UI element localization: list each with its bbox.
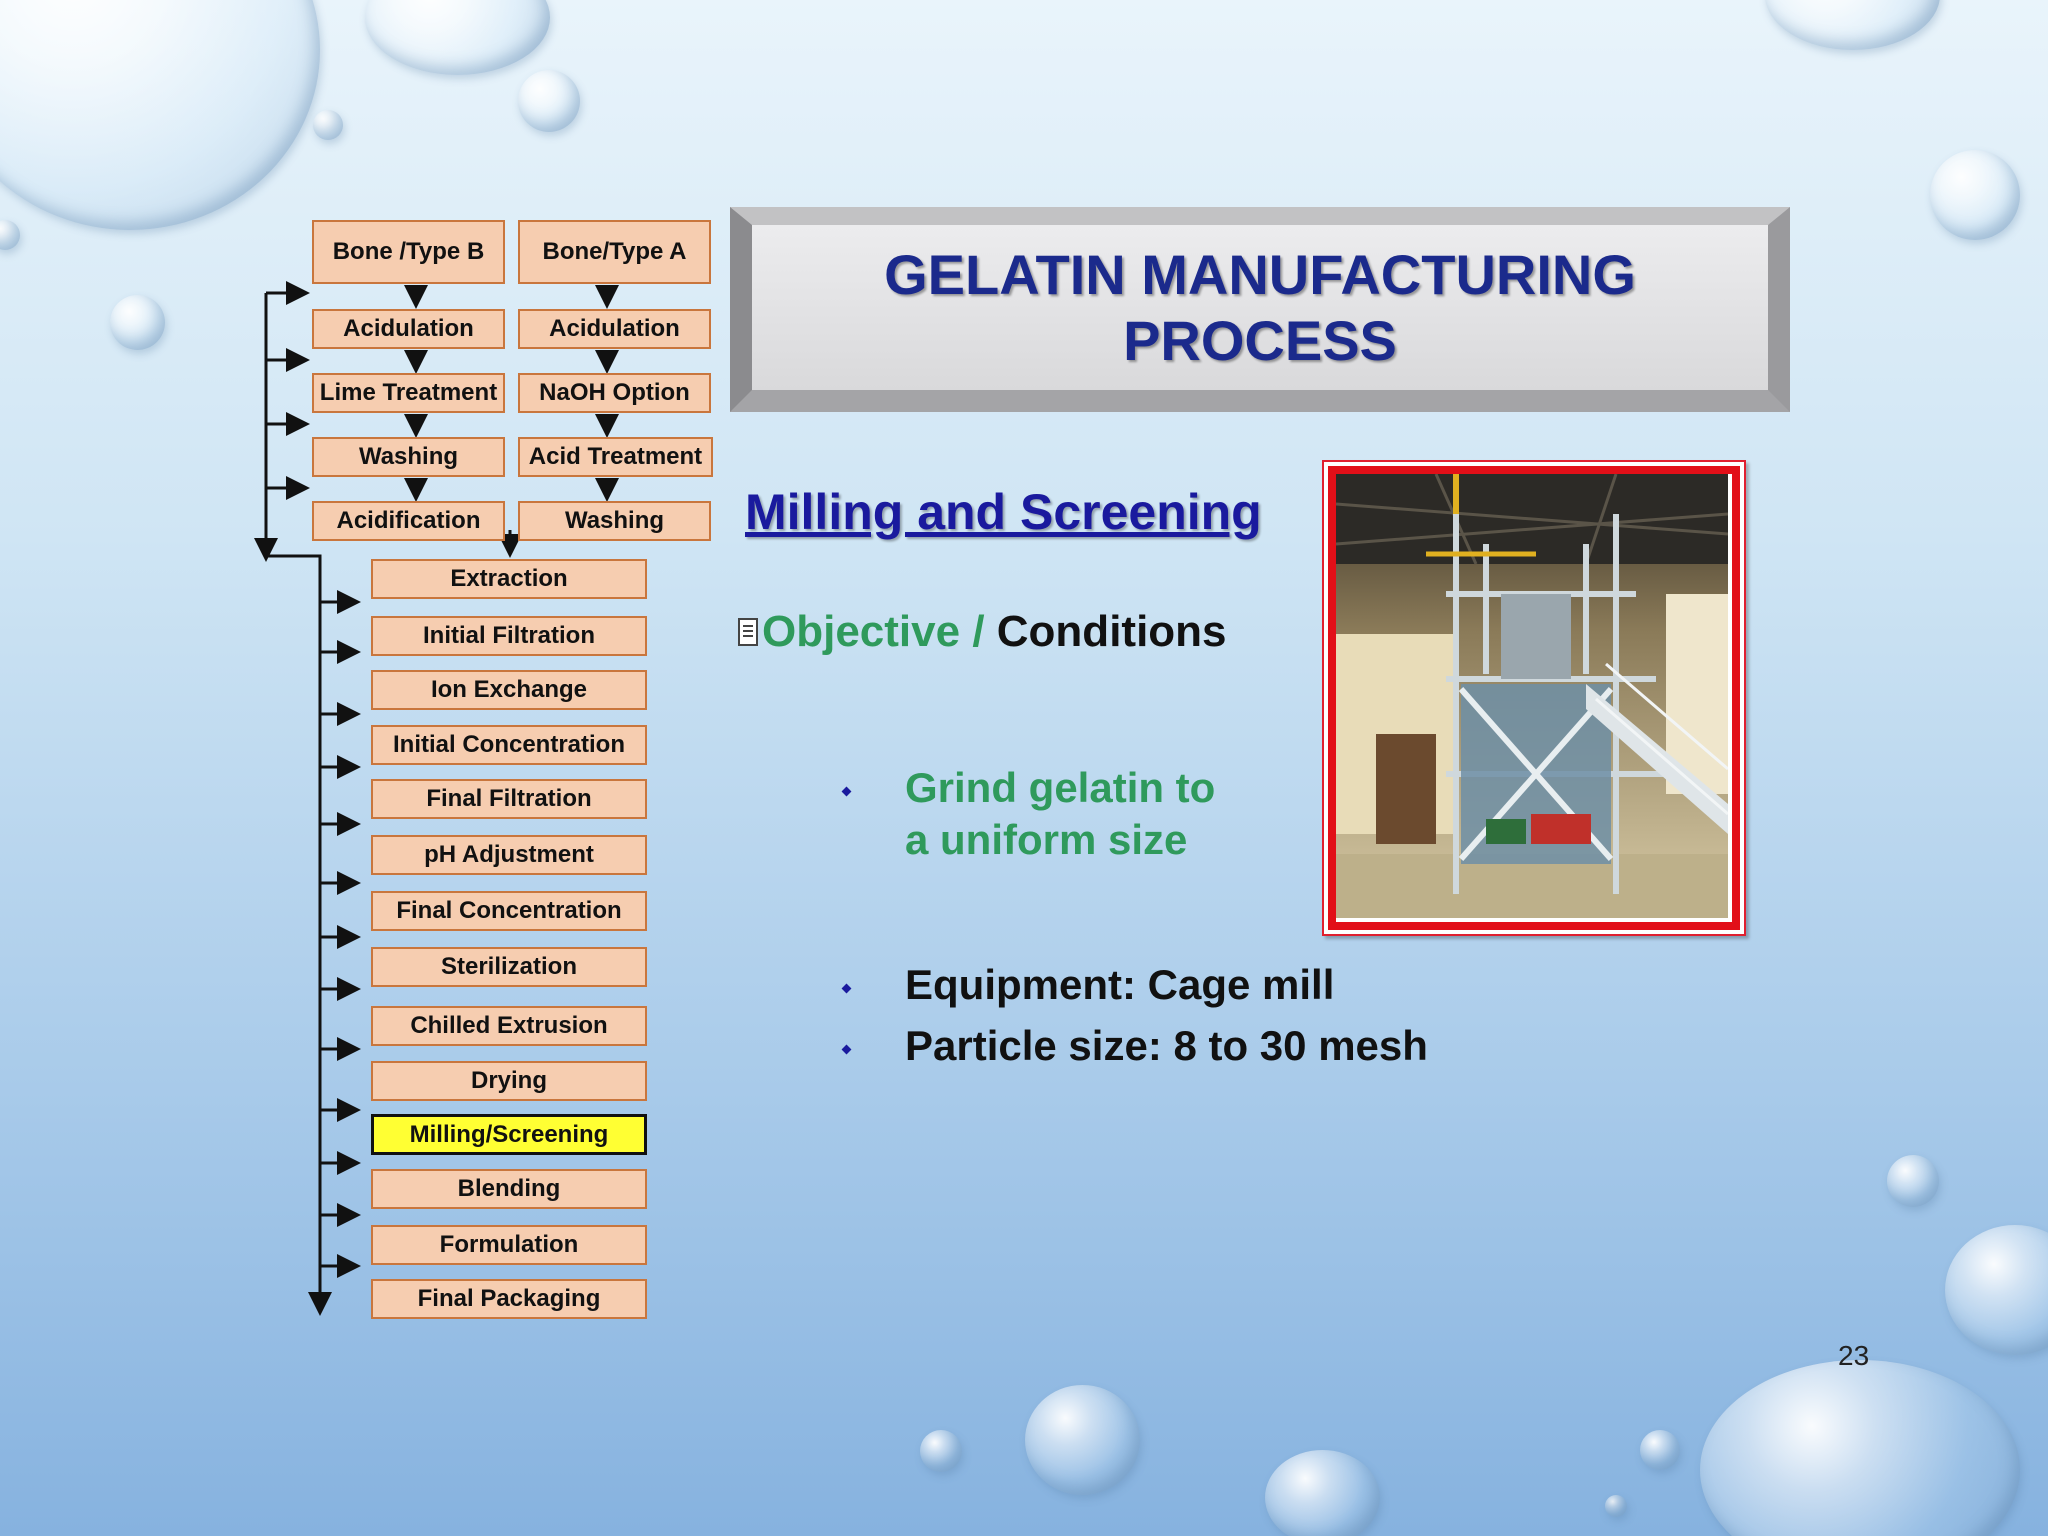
flow-step-washing-b: Washing — [312, 437, 505, 477]
flow-step-lime-treatment: Lime Treatment — [312, 373, 505, 413]
flow-step-drying: Drying — [371, 1061, 647, 1101]
water-drop — [920, 1430, 962, 1472]
water-drop — [1605, 1495, 1627, 1517]
objective-separator: / — [960, 607, 997, 656]
flow-step-blending: Blending — [371, 1169, 647, 1209]
flow-step-milling-screening: Milling/Screening — [371, 1114, 647, 1155]
bullet-objective-line-1: Grind gelatin to — [905, 764, 1216, 811]
flow-step-final-packaging: Final Packaging — [371, 1279, 647, 1319]
cage-mill-photo — [1328, 466, 1740, 930]
water-drop — [1887, 1155, 1939, 1207]
flow-step-acidulation-a: Acidulation — [518, 309, 711, 349]
flow-step-chilled-extrusion: Chilled Extrusion — [371, 1006, 647, 1046]
flow-step-sterilization: Sterilization — [371, 947, 647, 987]
flow-step-bone-type-b: Bone /Type B — [312, 220, 505, 284]
flow-step-washing-a: Washing — [518, 501, 711, 541]
document-icon — [738, 618, 758, 646]
flow-step-final-concentration: Final Concentration — [371, 891, 647, 931]
section-heading: Milling and Screening — [745, 484, 1262, 540]
page-number: 23 — [1838, 1340, 1870, 1371]
flow-step-final-filtration: Final Filtration — [371, 779, 647, 819]
flow-step-acidification: Acidification — [312, 501, 505, 541]
objective-conditions-heading: Objective / Conditions — [738, 607, 1227, 657]
flow-step-ph-adjustment: pH Adjustment — [371, 835, 647, 875]
flow-step-initial-concentration: Initial Concentration — [371, 725, 647, 765]
water-drop — [1930, 150, 2020, 240]
water-drop — [1945, 1225, 2048, 1355]
water-drop — [1025, 1385, 1140, 1495]
objective-label: Objective — [762, 607, 961, 656]
water-drop — [110, 295, 165, 350]
slide-title-line-2: PROCESS — [1123, 308, 1397, 372]
slide-title-line-1: GELATIN MANUFACTURING — [884, 242, 1636, 306]
bullet-particle-size: Particle size: 8 to 30 mesh — [905, 1022, 1428, 1069]
water-drop — [1640, 1430, 1680, 1470]
equipment-photo-frame — [1322, 460, 1746, 936]
bullet-equipment: Equipment: Cage mill — [905, 961, 1335, 1008]
flow-step-acidulation-b: Acidulation — [312, 309, 505, 349]
flow-step-extraction: Extraction — [371, 559, 647, 599]
title-banner: GELATIN MANUFACTURING PROCESS — [730, 207, 1790, 412]
water-drop — [1265, 1450, 1380, 1536]
conditions-label: Conditions — [996, 607, 1227, 656]
water-drop — [1700, 1360, 2020, 1536]
flow-step-ion-exchange: Ion Exchange — [371, 670, 647, 710]
flow-step-naoh-option: NaOH Option — [518, 373, 711, 413]
bullet-objective-line-2: a uniform size — [905, 816, 1188, 863]
cage-mill-illustration — [1336, 474, 1729, 918]
water-drop — [518, 70, 580, 132]
flow-step-formulation: Formulation — [371, 1225, 647, 1265]
flow-step-bone-type-a: Bone/Type A — [518, 220, 711, 284]
flow-step-acid-treatment: Acid Treatment — [518, 437, 713, 477]
flow-step-initial-filtration: Initial Filtration — [371, 616, 647, 656]
water-drop — [313, 110, 343, 140]
water-drop — [0, 220, 20, 250]
